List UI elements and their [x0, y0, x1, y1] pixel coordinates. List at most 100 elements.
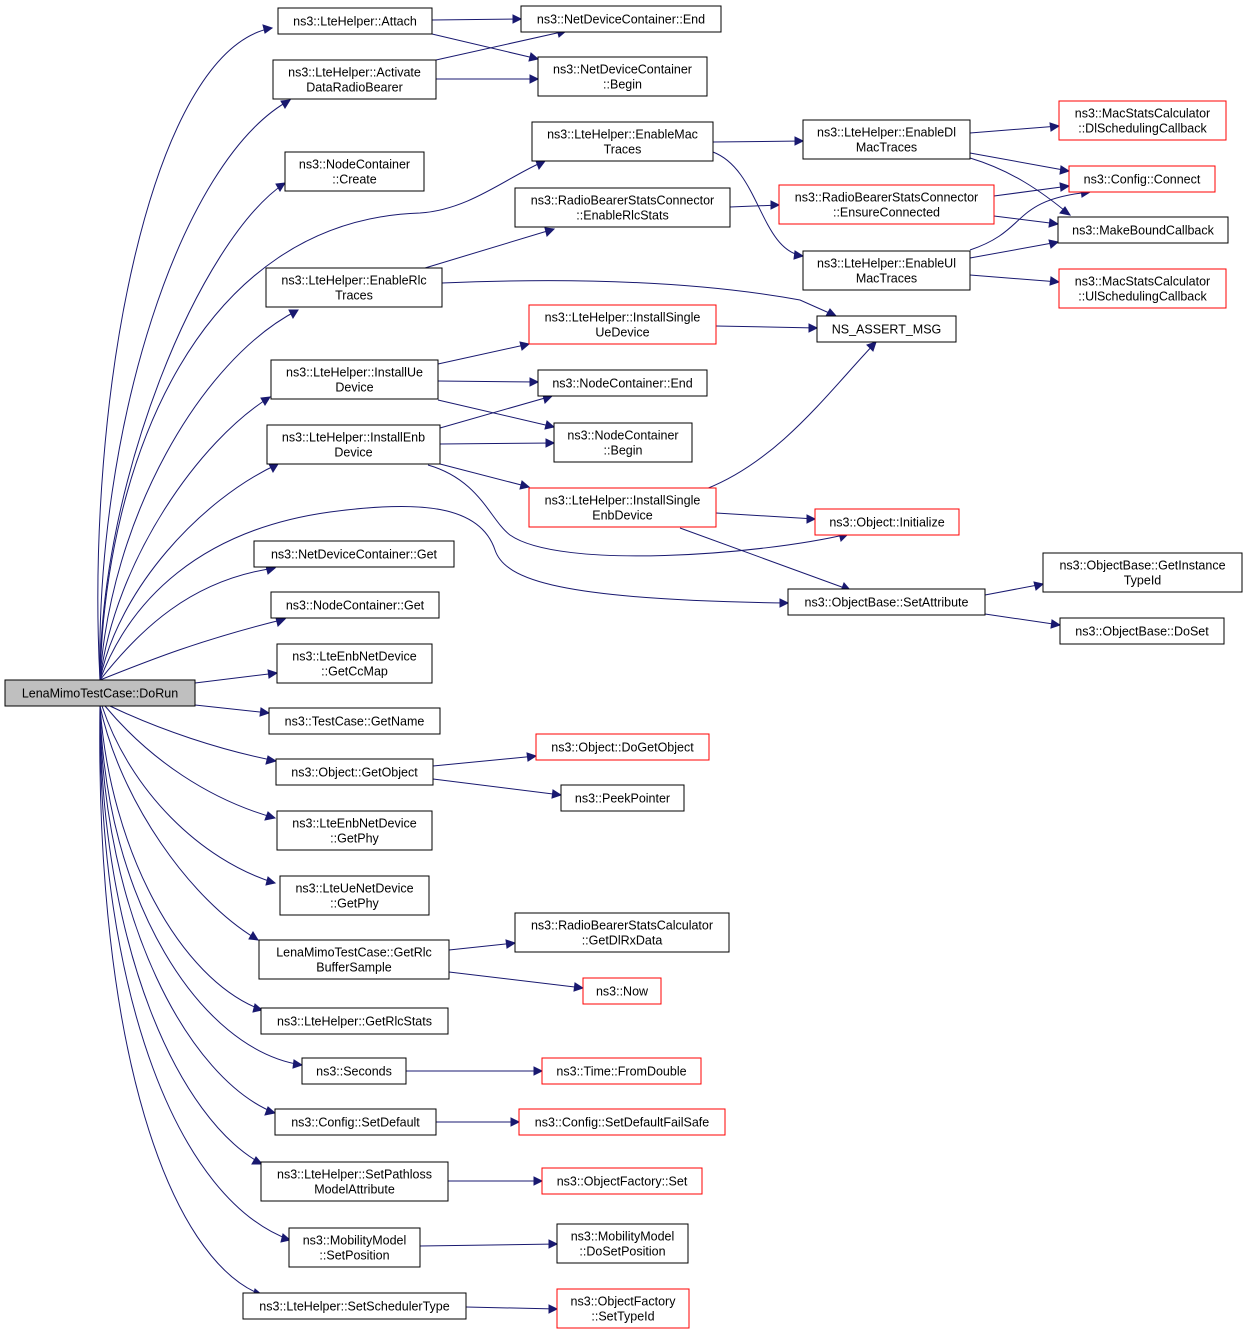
node-netdevicecontainer-begin[interactable]: ns3::NetDeviceContainer::Begin: [537, 56, 708, 97]
edge-dorun-install-ue: [99, 396, 271, 681]
node-peek-pointer[interactable]: ns3::PeekPointer: [560, 784, 685, 812]
node-ltuenetdevice-get-phy[interactable]: ns3::LteUeNetDevice::GetPhy: [279, 875, 430, 916]
node-label-line: ns3::LteHelper::EnableUl: [817, 257, 956, 271]
edge-enable-ul-ul-sched: [969, 274, 1061, 286]
node-label-line: ns3::LteHelper::InstallSingle: [545, 311, 701, 325]
node-ltehelper-attach[interactable]: ns3::LteHelper::Attach: [277, 7, 433, 35]
node-label-line: ns3::NodeContainer::Get: [286, 599, 425, 613]
node-seconds[interactable]: ns3::Seconds: [301, 1057, 407, 1085]
node-label-line: ns3::NodeContainer: [299, 158, 410, 172]
node-config-set-default[interactable]: ns3::Config::SetDefault: [274, 1108, 437, 1136]
node-objectfactory-set[interactable]: ns3::ObjectFactory::Set: [541, 1167, 703, 1195]
node-label-line: BufferSample: [316, 961, 392, 975]
node-label-line: ns3::LteUeNetDevice: [295, 882, 413, 896]
node-now[interactable]: ns3::Now: [582, 977, 662, 1005]
node-objectbase-do-set[interactable]: ns3::ObjectBase::DoSet: [1059, 617, 1225, 645]
node-label-line: ns3::RadioBearerStatsConnector: [795, 191, 978, 205]
node-object-do-get-object[interactable]: ns3::Object::DoGetObject: [535, 733, 710, 761]
node-label-line: ns3::LteHelper::InstallSingle: [545, 494, 701, 508]
node-objectbase-set-attribute[interactable]: ns3::ObjectBase::SetAttribute: [787, 588, 986, 616]
node-config-connect[interactable]: ns3::Config::Connect: [1068, 165, 1216, 193]
node-radiobearerstatsconnector-ensure-connected[interactable]: ns3::RadioBearerStatsConnector::EnsureCo…: [778, 184, 995, 225]
edge-install-enb-nc-begin: [439, 438, 556, 448]
node-nodecontainer-create[interactable]: ns3::NodeContainer::Create: [284, 151, 425, 192]
node-object-initialize[interactable]: ns3::Object::Initialize: [814, 508, 960, 536]
node-mobilitymodel-set-position[interactable]: ns3::MobilityModel::SetPosition: [288, 1227, 421, 1268]
edge-dorun-nc-create: [99, 182, 286, 681]
node-radiobearerstatscalculator-get-dl-rx-data[interactable]: ns3::RadioBearerStatsCalculator::GetDlRx…: [514, 912, 730, 953]
edge-enable-dl-connect: [969, 152, 1071, 175]
node-time-from-double[interactable]: ns3::Time::FromDouble: [541, 1057, 702, 1085]
node-lteenbnetdevice-get-cc-map[interactable]: ns3::LteEnbNetDevice::GetCcMap: [276, 643, 433, 684]
node-lenamimo-dorun[interactable]: LenaMimoTestCase::DoRun: [4, 679, 196, 707]
edge-dorun-nc-get: [99, 617, 287, 681]
edge-get-rlc-buffer-get-dl-rx: [448, 939, 517, 951]
edge-rbsc-enable-ensure: [729, 200, 781, 210]
node-label-line: ModelAttribute: [314, 1183, 395, 1197]
edge-dorun-get-rlc-buffer: [99, 705, 259, 941]
node-config-set-default-fail-safe[interactable]: ns3::Config::SetDefaultFailSafe: [518, 1108, 726, 1136]
node-label-line: ns3::ObjectFactory::Set: [557, 1175, 688, 1189]
node-label-line: ns3::Object::Initialize: [829, 516, 944, 530]
node-label-line: LenaMimoTestCase::DoRun: [22, 687, 178, 701]
node-label-line: ns3::LteHelper::EnableMac: [547, 128, 698, 142]
node-object-get-object[interactable]: ns3::Object::GetObject: [275, 758, 434, 786]
node-netdevicecontainer-get[interactable]: ns3::NetDeviceContainer::Get: [253, 540, 455, 568]
node-label-line: ns3::LteHelper::InstallUe: [286, 366, 423, 380]
node-nodecontainer-get[interactable]: ns3::NodeContainer::Get: [270, 591, 440, 619]
node-label-line: Traces: [335, 289, 373, 303]
node-macstatscalculator-ul-scheduling-callback[interactable]: ns3::MacStatsCalculator::UlSchedulingCal…: [1058, 268, 1227, 309]
node-label-line: ns3::LteHelper::InstallEnb: [282, 431, 425, 445]
node-label-line: ns3::PeekPointer: [575, 792, 670, 806]
node-make-bound-callback[interactable]: ns3::MakeBoundCallback: [1057, 216, 1229, 244]
node-nodecontainer-begin[interactable]: ns3::NodeContainer::Begin: [553, 422, 693, 463]
node-ltehelper-get-rlc-stats[interactable]: ns3::LteHelper::GetRlcStats: [260, 1007, 449, 1035]
node-label-line: ::GetDlRxData: [582, 934, 663, 948]
edge-set-scheduler-of-set-tid: [465, 1304, 559, 1314]
edge-dorun-set-position: [99, 705, 292, 1243]
node-mobilitymodel-do-set-position[interactable]: ns3::MobilityModel::DoSetPosition: [556, 1223, 689, 1264]
edge-set-position-do-set-position: [419, 1239, 559, 1249]
node-label-line: ::Begin: [603, 78, 642, 92]
node-label-line: ns3::RadioBearerStatsConnector: [531, 194, 714, 208]
node-label-line: ns3::MobilityModel: [571, 1230, 675, 1244]
node-testcase-get-name[interactable]: ns3::TestCase::GetName: [268, 707, 441, 735]
edge-enable-rlc-rbsc-enable: [424, 227, 556, 269]
node-netdevicecontainer-end[interactable]: ns3::NetDeviceContainer::End: [520, 5, 722, 33]
node-label-line: ::GetCcMap: [321, 665, 388, 679]
node-label-line: ns3::MobilityModel: [303, 1234, 407, 1248]
edge-dorun-set-attribute: [99, 505, 790, 681]
edge-enable-dl-make-bound: [969, 157, 1072, 216]
node-ltehelper-set-pathloss-model-attribute[interactable]: ns3::LteHelper::SetPathlossModelAttribut…: [260, 1161, 449, 1202]
edge-dorun-enable-mac: [99, 160, 546, 681]
node-label-line: ns3::MacStatsCalculator: [1075, 107, 1210, 121]
edge-dorun-attach: [97, 24, 274, 681]
edge-activate-ndc-begin: [436, 74, 540, 84]
edge-dorun-get-object: [109, 705, 278, 765]
node-label-line: Device: [335, 381, 373, 395]
node-label-line: ns3::Config::SetDefaultFailSafe: [535, 1116, 709, 1130]
node-lteenbnetdevice-get-phy[interactable]: ns3::LteEnbNetDevice::GetPhy: [276, 810, 433, 851]
node-label-line: ns3::Object::GetObject: [291, 766, 418, 780]
node-nodecontainer-end[interactable]: ns3::NodeContainer::End: [537, 369, 708, 397]
node-label-line: ::DlSchedulingCallback: [1078, 122, 1207, 136]
node-ltehelper-set-scheduler-type[interactable]: ns3::LteHelper::SetSchedulerType: [242, 1292, 467, 1320]
node-objectfactory-set-type-id[interactable]: ns3::ObjectFactory::SetTypeId: [556, 1288, 690, 1329]
node-radiobearerstatsconnector-enable-rlc-stats[interactable]: ns3::RadioBearerStatsConnector::EnableRl…: [514, 187, 731, 228]
node-label-line: ::SetPosition: [319, 1249, 389, 1263]
node-label-line: ns3::ObjectBase::SetAttribute: [805, 596, 969, 610]
node-ns-assert-msg[interactable]: NS_ASSERT_MSG: [816, 315, 957, 343]
node-label-line: ::UlSchedulingCallback: [1078, 290, 1207, 304]
node-macstatscalculator-dl-scheduling-callback[interactable]: ns3::MacStatsCalculator::DlSchedulingCal…: [1058, 100, 1227, 141]
